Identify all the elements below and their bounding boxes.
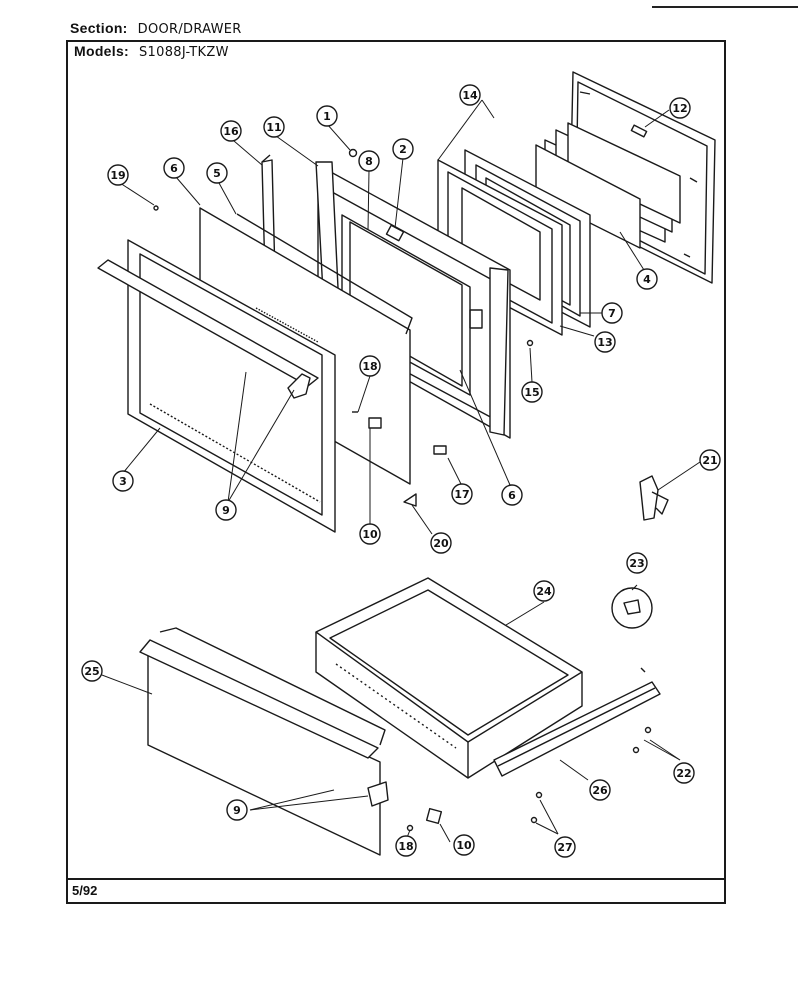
svg-text:18: 18 <box>362 360 377 373</box>
callout-8: 8 <box>358 150 380 172</box>
part-fasteners <box>153 148 652 832</box>
callout-10a: 10 <box>359 523 381 545</box>
section-label: Section: <box>70 20 128 36</box>
svg-text:10: 10 <box>362 528 378 541</box>
svg-text:20: 20 <box>433 537 449 550</box>
callout-14: 14 <box>459 84 481 106</box>
svg-text:5: 5 <box>213 167 221 180</box>
svg-text:14: 14 <box>462 89 478 102</box>
callout-15: 15 <box>521 381 543 403</box>
footer-rule <box>66 878 726 880</box>
svg-text:6: 6 <box>170 162 178 175</box>
models-value: S1088J-TKZW <box>139 45 229 60</box>
svg-text:19: 19 <box>110 169 125 182</box>
svg-text:9: 9 <box>233 804 241 817</box>
callout-23: 23 <box>626 552 648 574</box>
svg-text:2: 2 <box>399 143 407 156</box>
callout-2: 2 <box>392 138 414 160</box>
svg-text:9: 9 <box>222 504 230 517</box>
footer-date: 5/92 <box>72 883 98 898</box>
callouts: 1 2 3 4 5 6 6 7 8 9 9 10 10 11 12 13 14 … <box>81 84 721 858</box>
models-label: Models: <box>74 43 129 59</box>
callout-19: 19 <box>107 164 129 186</box>
callout-17: 17 <box>451 483 473 505</box>
top-rule <box>652 6 798 8</box>
part-latch <box>639 475 669 521</box>
section-header: Section: DOOR/DRAWER <box>70 20 242 37</box>
svg-text:10: 10 <box>456 839 472 852</box>
svg-text:25: 25 <box>84 665 99 678</box>
svg-text:22: 22 <box>676 767 691 780</box>
svg-text:11: 11 <box>266 121 281 134</box>
callout-4: 4 <box>636 268 658 290</box>
part-drawer-front <box>139 627 443 856</box>
svg-text:15: 15 <box>524 386 539 399</box>
callout-11: 11 <box>263 116 285 138</box>
svg-text:4: 4 <box>643 273 651 286</box>
callout-9b: 9 <box>226 799 248 821</box>
svg-text:21: 21 <box>702 454 717 467</box>
svg-text:24: 24 <box>536 585 552 598</box>
part-door-liner <box>315 161 511 439</box>
callout-10b: 10 <box>453 834 475 856</box>
svg-text:7: 7 <box>608 307 616 320</box>
callout-5: 5 <box>206 162 228 184</box>
section-value: DOOR/DRAWER <box>137 22 242 37</box>
part-drawer-slide <box>493 681 661 777</box>
svg-text:6: 6 <box>508 489 516 502</box>
svg-text:1: 1 <box>323 110 331 123</box>
part-outer-door <box>97 239 336 533</box>
svg-text:12: 12 <box>672 102 687 115</box>
svg-text:13: 13 <box>597 336 612 349</box>
callout-6a: 6 <box>163 157 185 179</box>
part-small-clips <box>352 411 447 507</box>
callout-7: 7 <box>601 302 623 324</box>
callout-25: 25 <box>81 660 103 682</box>
callout-9a: 9 <box>215 499 237 521</box>
callout-22: 22 <box>673 762 695 784</box>
callout-1: 1 <box>316 105 338 127</box>
part-drawer-body <box>315 577 583 779</box>
part-glass-pack <box>535 122 681 249</box>
svg-text:18: 18 <box>398 840 413 853</box>
svg-text:16: 16 <box>223 125 239 138</box>
callout-12: 12 <box>669 97 691 119</box>
svg-text:17: 17 <box>454 488 469 501</box>
svg-text:8: 8 <box>365 155 373 168</box>
callout-3: 3 <box>112 470 134 492</box>
callout-18b: 18 <box>395 835 417 857</box>
svg-text:23: 23 <box>629 557 644 570</box>
callout-24: 24 <box>533 580 555 602</box>
svg-text:3: 3 <box>119 475 127 488</box>
callout-20: 20 <box>430 532 452 554</box>
svg-text:27: 27 <box>557 841 572 854</box>
svg-text:26: 26 <box>592 784 608 797</box>
diagram-frame <box>66 40 726 904</box>
callout-27: 27 <box>554 836 576 858</box>
models-header: Models: S1088J-TKZW <box>74 43 229 60</box>
callout-16: 16 <box>220 120 242 142</box>
callout-6b: 6 <box>501 484 523 506</box>
callout-13: 13 <box>594 331 616 353</box>
part-inset-detail <box>611 587 653 673</box>
callout-18a: 18 <box>359 355 381 377</box>
leader-lines <box>93 99 701 843</box>
callout-21: 21 <box>699 449 721 471</box>
callout-26: 26 <box>589 779 611 801</box>
